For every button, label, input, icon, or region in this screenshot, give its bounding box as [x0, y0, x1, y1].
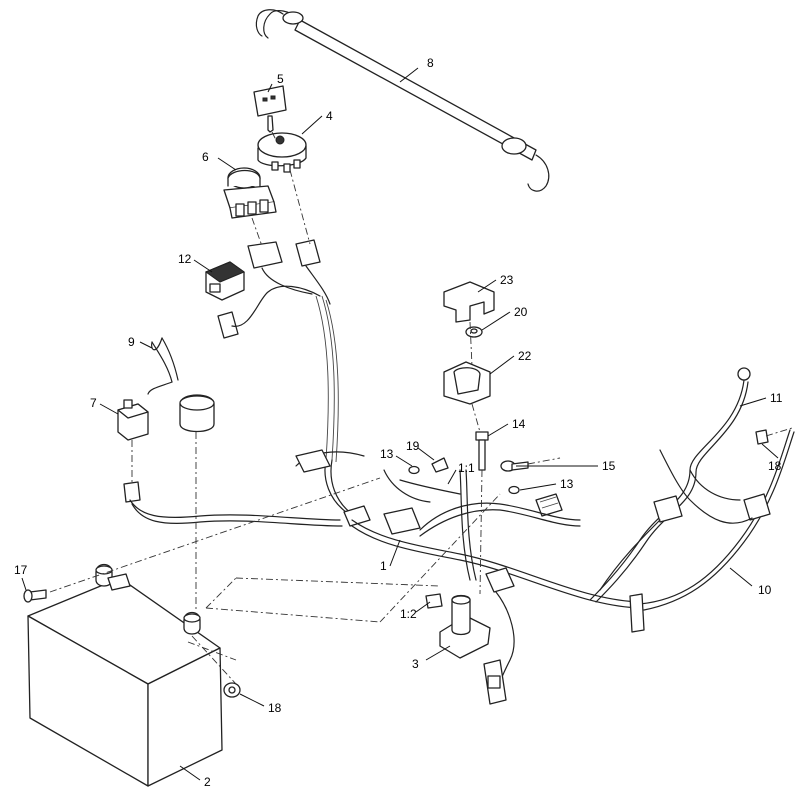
callout-2: 2: [204, 775, 211, 789]
callout-17: 17: [14, 563, 28, 577]
solenoid-plug: [483, 659, 507, 705]
callout-10: 10: [758, 583, 772, 597]
callout-23: 23: [500, 273, 514, 287]
callout-4: 4: [326, 109, 333, 123]
part-1-main-harness: [129, 449, 641, 701]
callout-8: 8: [427, 56, 434, 70]
callout-1-2: 1:2: [400, 607, 417, 621]
leader-lines: [21, 67, 779, 781]
callout-5: 5: [277, 72, 284, 86]
harness-plug: [535, 493, 563, 517]
part-9-seat-switch: [147, 337, 215, 433]
part-18-nut-lower: [223, 682, 241, 698]
part-10-cable: [629, 429, 795, 633]
part-11-cable: [589, 367, 751, 603]
callout-12: 12: [178, 252, 192, 266]
callout-labels: 8 5 4 6 12 23 20 9 22 7 14 11 13 19 1:1 …: [14, 56, 783, 789]
part-17-bolt: [23, 589, 47, 603]
callout-18-upper: 18: [768, 459, 782, 473]
callout-18-lower: 18: [268, 701, 282, 715]
part-1-2-clip: [425, 593, 443, 609]
part-2-battery: [27, 563, 223, 787]
part-8-strap: [255, 9, 550, 192]
callout-9: 9: [128, 335, 135, 349]
part-5-key: [253, 85, 287, 133]
callout-7: 7: [90, 396, 97, 410]
part-4-ignition-switch: [257, 132, 307, 173]
part-22-boot: [443, 361, 491, 405]
callout-11: 11: [770, 391, 783, 405]
part-19-clip: [431, 457, 449, 473]
part-12-hour-meter: [204, 261, 246, 301]
right-connectors: [599, 449, 771, 591]
callout-1: 1: [380, 559, 387, 573]
callout-13-lower: 13: [560, 477, 574, 491]
assembly-lines: [49, 131, 793, 685]
callout-14: 14: [512, 417, 526, 431]
callout-1-1: 1:1: [458, 461, 475, 475]
callout-15: 15: [602, 459, 616, 473]
callout-19: 19: [406, 439, 420, 453]
callout-20: 20: [514, 305, 528, 319]
part-3-solenoid: [439, 594, 491, 659]
part-20-grommet: [465, 326, 483, 338]
callout-13-upper: 13: [380, 447, 394, 461]
callout-22: 22: [518, 349, 532, 363]
part-6-pto-switch: [223, 167, 277, 219]
part-13-washers: [408, 465, 520, 495]
upper-harness-connectors: [217, 239, 339, 463]
part-14-bolt: [475, 431, 489, 471]
callout-3: 3: [412, 657, 419, 671]
callout-6: 6: [202, 150, 209, 164]
part-23-cover: [443, 281, 495, 323]
part-7-relay: [117, 399, 149, 503]
part-18-nut-upper: [755, 429, 769, 445]
